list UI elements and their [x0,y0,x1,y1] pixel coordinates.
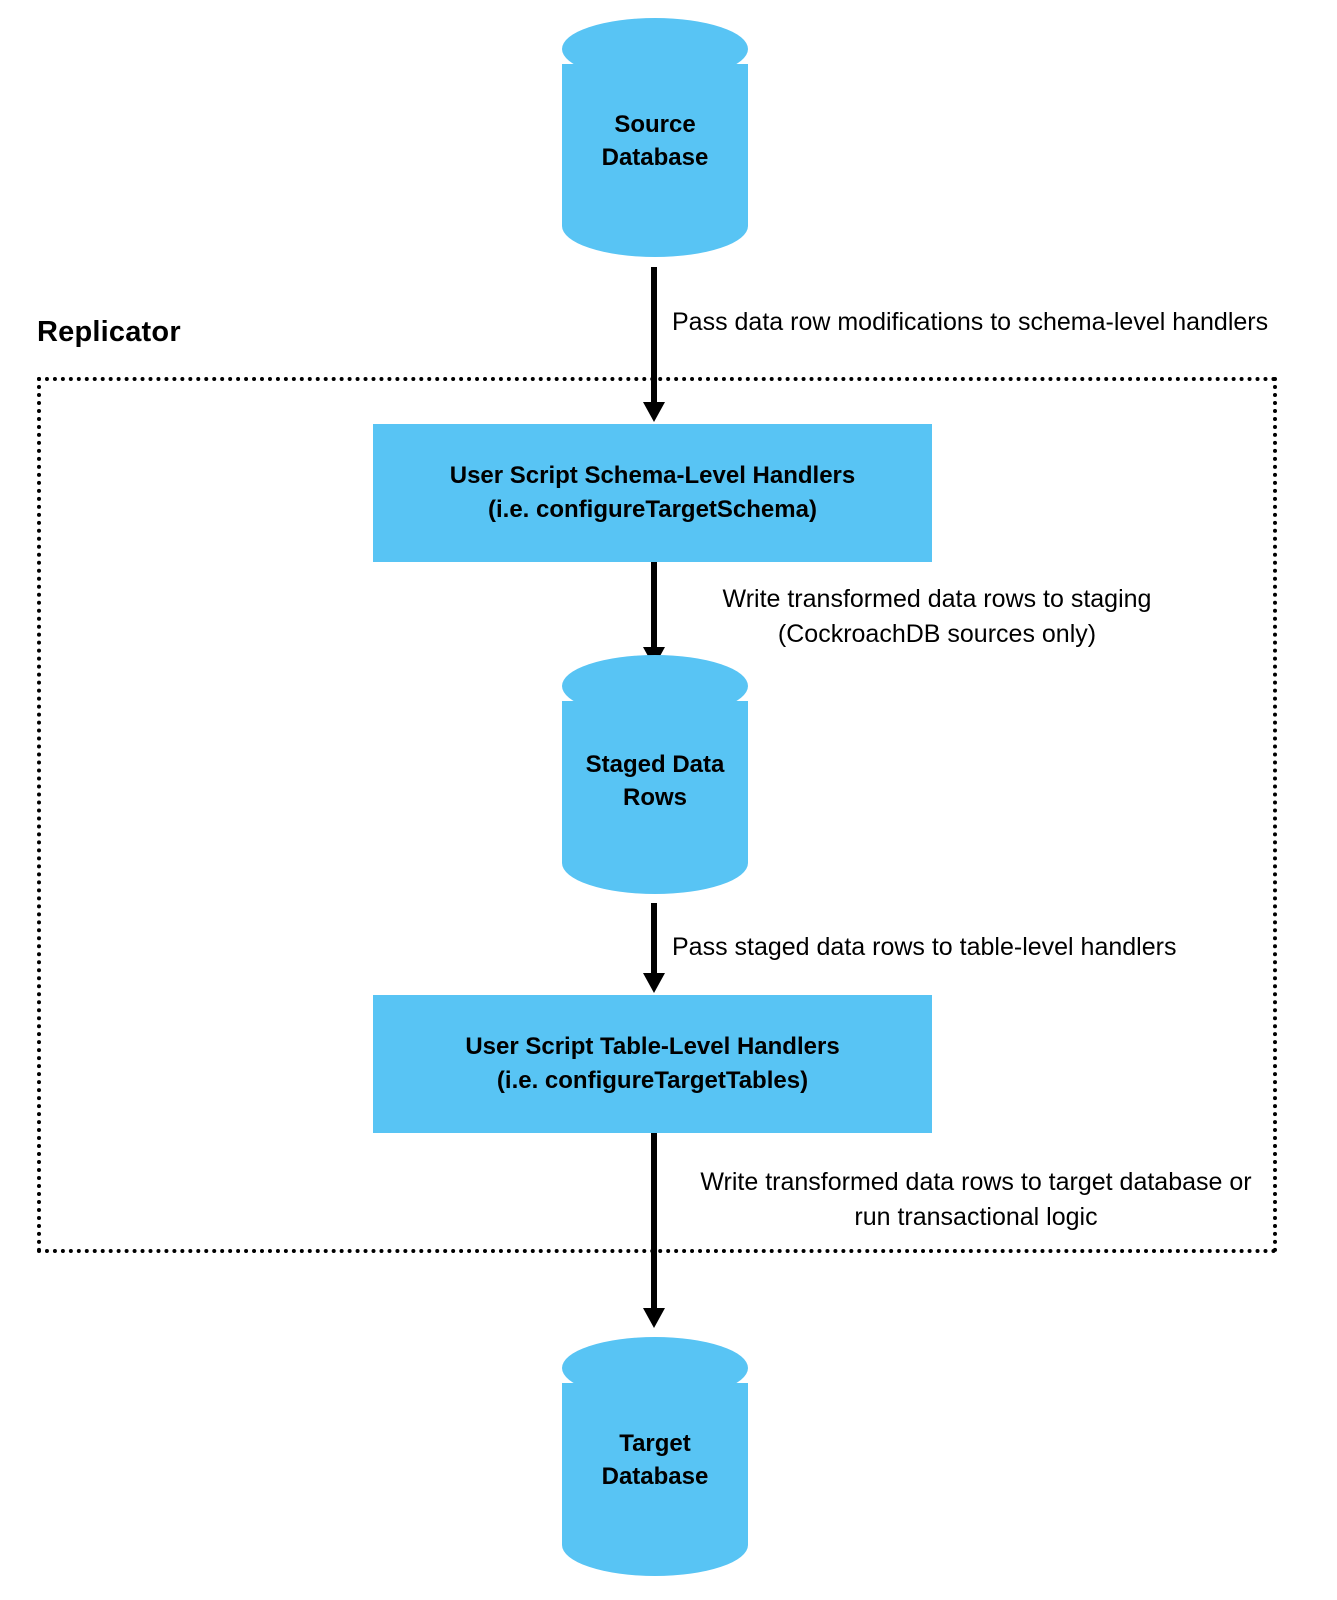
edge-label-table-to-target: Write transformed data rows to target da… [700,1168,1252,1231]
arrow-table-to-target [643,1133,665,1328]
node-source-database-label: Source Database [601,111,709,172]
node-table-level-handlers-label: User Script Table-Level Handlers (i.e. c… [465,1032,840,1094]
arrow-shaft [651,1133,657,1308]
node-source-database[interactable]: Source Database [562,18,748,263]
arrow-head [643,973,665,993]
node-table-level-handlers[interactable]: User Script Table-Level Handlers (i.e. c… [373,995,932,1133]
arrow-shaft [651,562,657,647]
arrow-shaft [651,903,657,973]
node-staged-data-rows[interactable]: Staged Data Rows [562,655,748,900]
edge-label-source-to-schema: Pass data row modifications to schema-le… [672,308,1269,336]
arrow-schema-to-staged [643,562,665,667]
cylinder-body [562,695,748,894]
cylinder-top-ellipse [562,18,748,80]
arrow-shaft [651,267,657,402]
node-target-database-label: Target Database [601,1430,709,1491]
arrow-head [643,402,665,422]
cylinder-top-ellipse [562,655,748,717]
node-staged-data-rows-label: Staged Data Rows [585,751,725,812]
cylinder-top-ellipse [562,1337,748,1399]
edge-label-schema-to-staged: Write transformed data rows to staging (… [722,585,1152,648]
arrow-staged-to-table [643,903,665,993]
edge-label-staged-to-table: Pass staged data rows to table-level han… [672,933,1177,961]
replicator-boundary-label: Replicator [37,316,181,348]
replicator-boundary-box [37,377,1277,1253]
arrow-head [643,1308,665,1328]
arrow-source-to-schema [643,267,665,422]
node-schema-level-handlers-label: User Script Schema-Level Handlers (i.e. … [449,461,856,523]
node-target-database[interactable]: Target Database [562,1337,748,1582]
node-schema-level-handlers[interactable]: User Script Schema-Level Handlers (i.e. … [373,424,932,562]
